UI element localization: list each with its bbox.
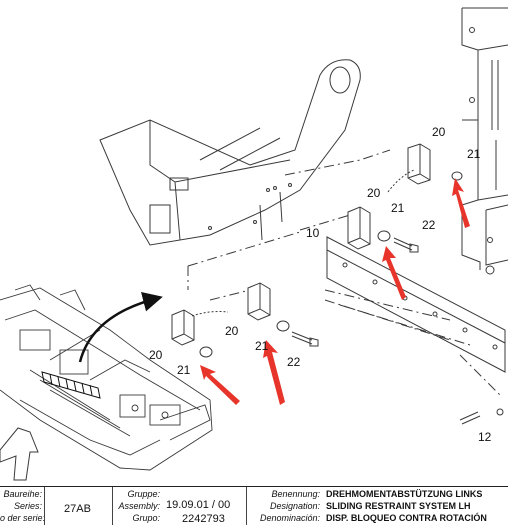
detail-reference-arrow xyxy=(78,292,163,363)
divider xyxy=(112,487,113,525)
pin-part-12 xyxy=(459,408,504,425)
callout-20-mid: 20 xyxy=(367,186,381,200)
callout-10: 10 xyxy=(306,226,320,240)
highlight-zone-hatch xyxy=(41,371,101,399)
block-part-20-left xyxy=(171,309,195,346)
red-arrow-upper xyxy=(452,178,470,228)
denominacion-label: Denominación: xyxy=(259,513,320,523)
bushing-part-21 xyxy=(199,171,463,358)
callout-20-left: 20 xyxy=(149,348,163,362)
callout-20-center: 20 xyxy=(225,324,239,338)
group-value: 2242793 xyxy=(182,513,225,525)
frame-bracket-right xyxy=(461,7,508,275)
exploded-view-drawing: 20 21 20 21 22 10 20 21 22 20 21 12 xyxy=(0,7,508,481)
benennung-label: Benennung: xyxy=(271,489,320,499)
red-arrow-mid xyxy=(382,246,406,300)
red-arrow-left xyxy=(200,365,240,405)
block-part-20-upper xyxy=(407,143,431,185)
support-bracket-ring xyxy=(99,59,361,246)
callout-21-upper: 21 xyxy=(467,147,481,161)
dashed-guide-lines xyxy=(187,149,501,396)
designation-label: Designation: xyxy=(269,501,320,511)
series-label: Series: xyxy=(13,501,42,511)
grupo-label: Grupo: xyxy=(132,513,160,523)
bolt-part-22 xyxy=(291,237,419,347)
series-value: 27AB xyxy=(64,503,91,515)
assembly-value: 19.09.01 / 00 xyxy=(166,499,231,511)
serie-label: o der serie: xyxy=(0,513,46,523)
baureihe-label: Baureihe: xyxy=(3,489,42,499)
callout-21-mid: 21 xyxy=(391,201,405,215)
block-part-20-center xyxy=(247,282,271,321)
callout-22-upper: 22 xyxy=(422,218,436,232)
orientation-arrow-icon xyxy=(0,427,39,481)
red-arrow-center xyxy=(263,340,285,405)
callout-20-upper: 20 xyxy=(432,125,446,139)
name-english: SLIDING RESTRAINT SYSTEM LH xyxy=(326,501,471,511)
assembly-label: Assembly: xyxy=(118,501,160,511)
callout-22-lower: 22 xyxy=(287,355,301,369)
red-annotation-arrows xyxy=(200,178,470,405)
divider xyxy=(246,487,247,525)
callout-labels: 20 21 20 21 22 10 20 21 22 20 21 12 xyxy=(149,125,492,444)
title-block: Baureihe: Series: o der serie: 27AB Grup… xyxy=(0,486,508,525)
rail-part-10 xyxy=(326,236,506,373)
dotted-hint-arrows xyxy=(191,169,415,317)
callout-21-left: 21 xyxy=(177,363,191,377)
name-spanish: DISP. BLOQUEO CONTRA ROTACIÓN xyxy=(326,513,487,523)
divider xyxy=(44,487,45,525)
callout-21-center: 21 xyxy=(255,339,269,353)
block-part-20-mid xyxy=(347,206,371,250)
callout-12: 12 xyxy=(478,430,492,444)
gruppe-label: Gruppe: xyxy=(127,489,160,499)
name-german: DREHMOMENTABSTÜTZUNG LINKS xyxy=(326,489,483,499)
